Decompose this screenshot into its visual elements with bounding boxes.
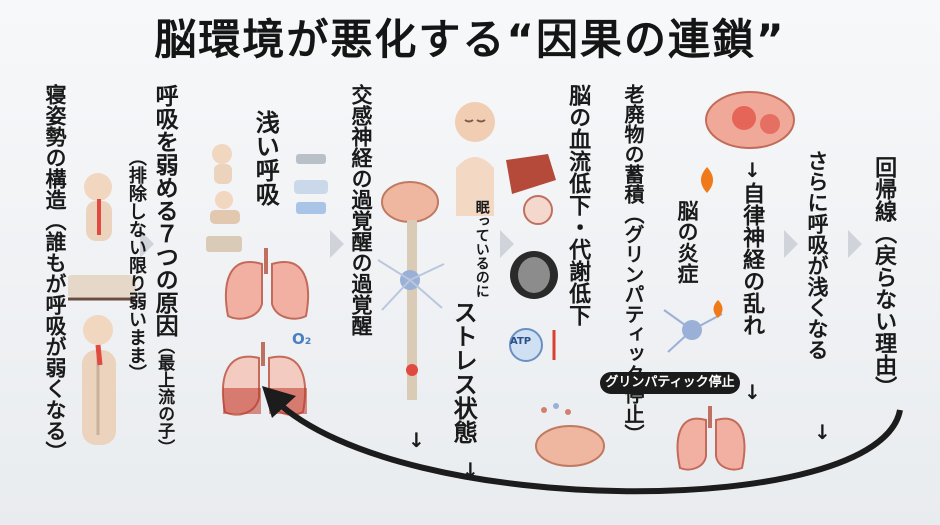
breathing-aids-icons: [294, 154, 328, 214]
arrow-down-8a: ↓: [744, 158, 761, 182]
step-brain-inflammation: 脳の炎症: [675, 200, 700, 284]
step-bloodflow-metabolism: 脳の血流低下・代謝低下: [565, 84, 591, 326]
lungs-healthy-illustration: [224, 248, 310, 320]
vessel-brainscan-illustration: [506, 154, 558, 362]
sleeping-face-illustration: [455, 102, 495, 216]
brain-small-illustration: [535, 403, 605, 467]
step-regression-line: 回帰線（戻らない理由）: [871, 156, 897, 398]
sleeping-body-illustration: [68, 173, 136, 445]
step-seven-causes: 呼吸を弱める７つの原因（最上流の子）: [151, 84, 178, 456]
flow-arrow-3: [500, 230, 514, 258]
glymphatic-stop-tag: グリンパティック停止: [600, 372, 740, 394]
step-shallow-breathing: 浅い呼吸: [251, 110, 280, 206]
posture-icons-illustration: [206, 144, 242, 252]
atp-label: ATP: [510, 336, 532, 347]
arrow-down-8b: ↓: [744, 380, 761, 404]
step-sleep-posture: 寝姿勢の構造（誰もが呼吸が弱くなる）: [43, 84, 68, 462]
seven-causes-sub: （排除しない限り弱いまま）: [125, 148, 147, 382]
brain-inflamed-illustration: [705, 91, 795, 149]
lungs-inflamed-illustration: [676, 406, 746, 471]
diagram-title: 脳環境が悪化する“因果の連鎖”: [154, 15, 786, 64]
step-breathing-shallower: さらに呼吸が浅くなる: [805, 150, 830, 360]
seven-causes-paren: （最上流の子）: [154, 337, 175, 456]
arrow-down-9: ↓: [814, 420, 831, 444]
neuron-inflamed-illustration: [663, 300, 723, 353]
step-stress-label-small: 眠っているのに: [473, 200, 490, 298]
arrow-down-4: ↓: [408, 428, 425, 452]
flow-arrow-4: [784, 230, 798, 258]
flow-arrow-2: [330, 230, 344, 258]
flow-arrow-5: [848, 230, 862, 258]
step-stress-state: ストレス状態: [449, 300, 478, 444]
seven-causes-label: 呼吸を弱める７つの原因: [151, 84, 178, 337]
flow-arrow-1: [140, 230, 154, 258]
nerve-spine-illustration: [377, 181, 445, 400]
oxygen-label: O₂: [292, 330, 312, 348]
flame-icon: [700, 167, 714, 193]
step-autonomic-disorder: 自律神経の乱れ: [739, 182, 765, 336]
step-sympathetic-hyperarousal: 交感神経の過覚醒の過覚醒: [349, 84, 374, 336]
